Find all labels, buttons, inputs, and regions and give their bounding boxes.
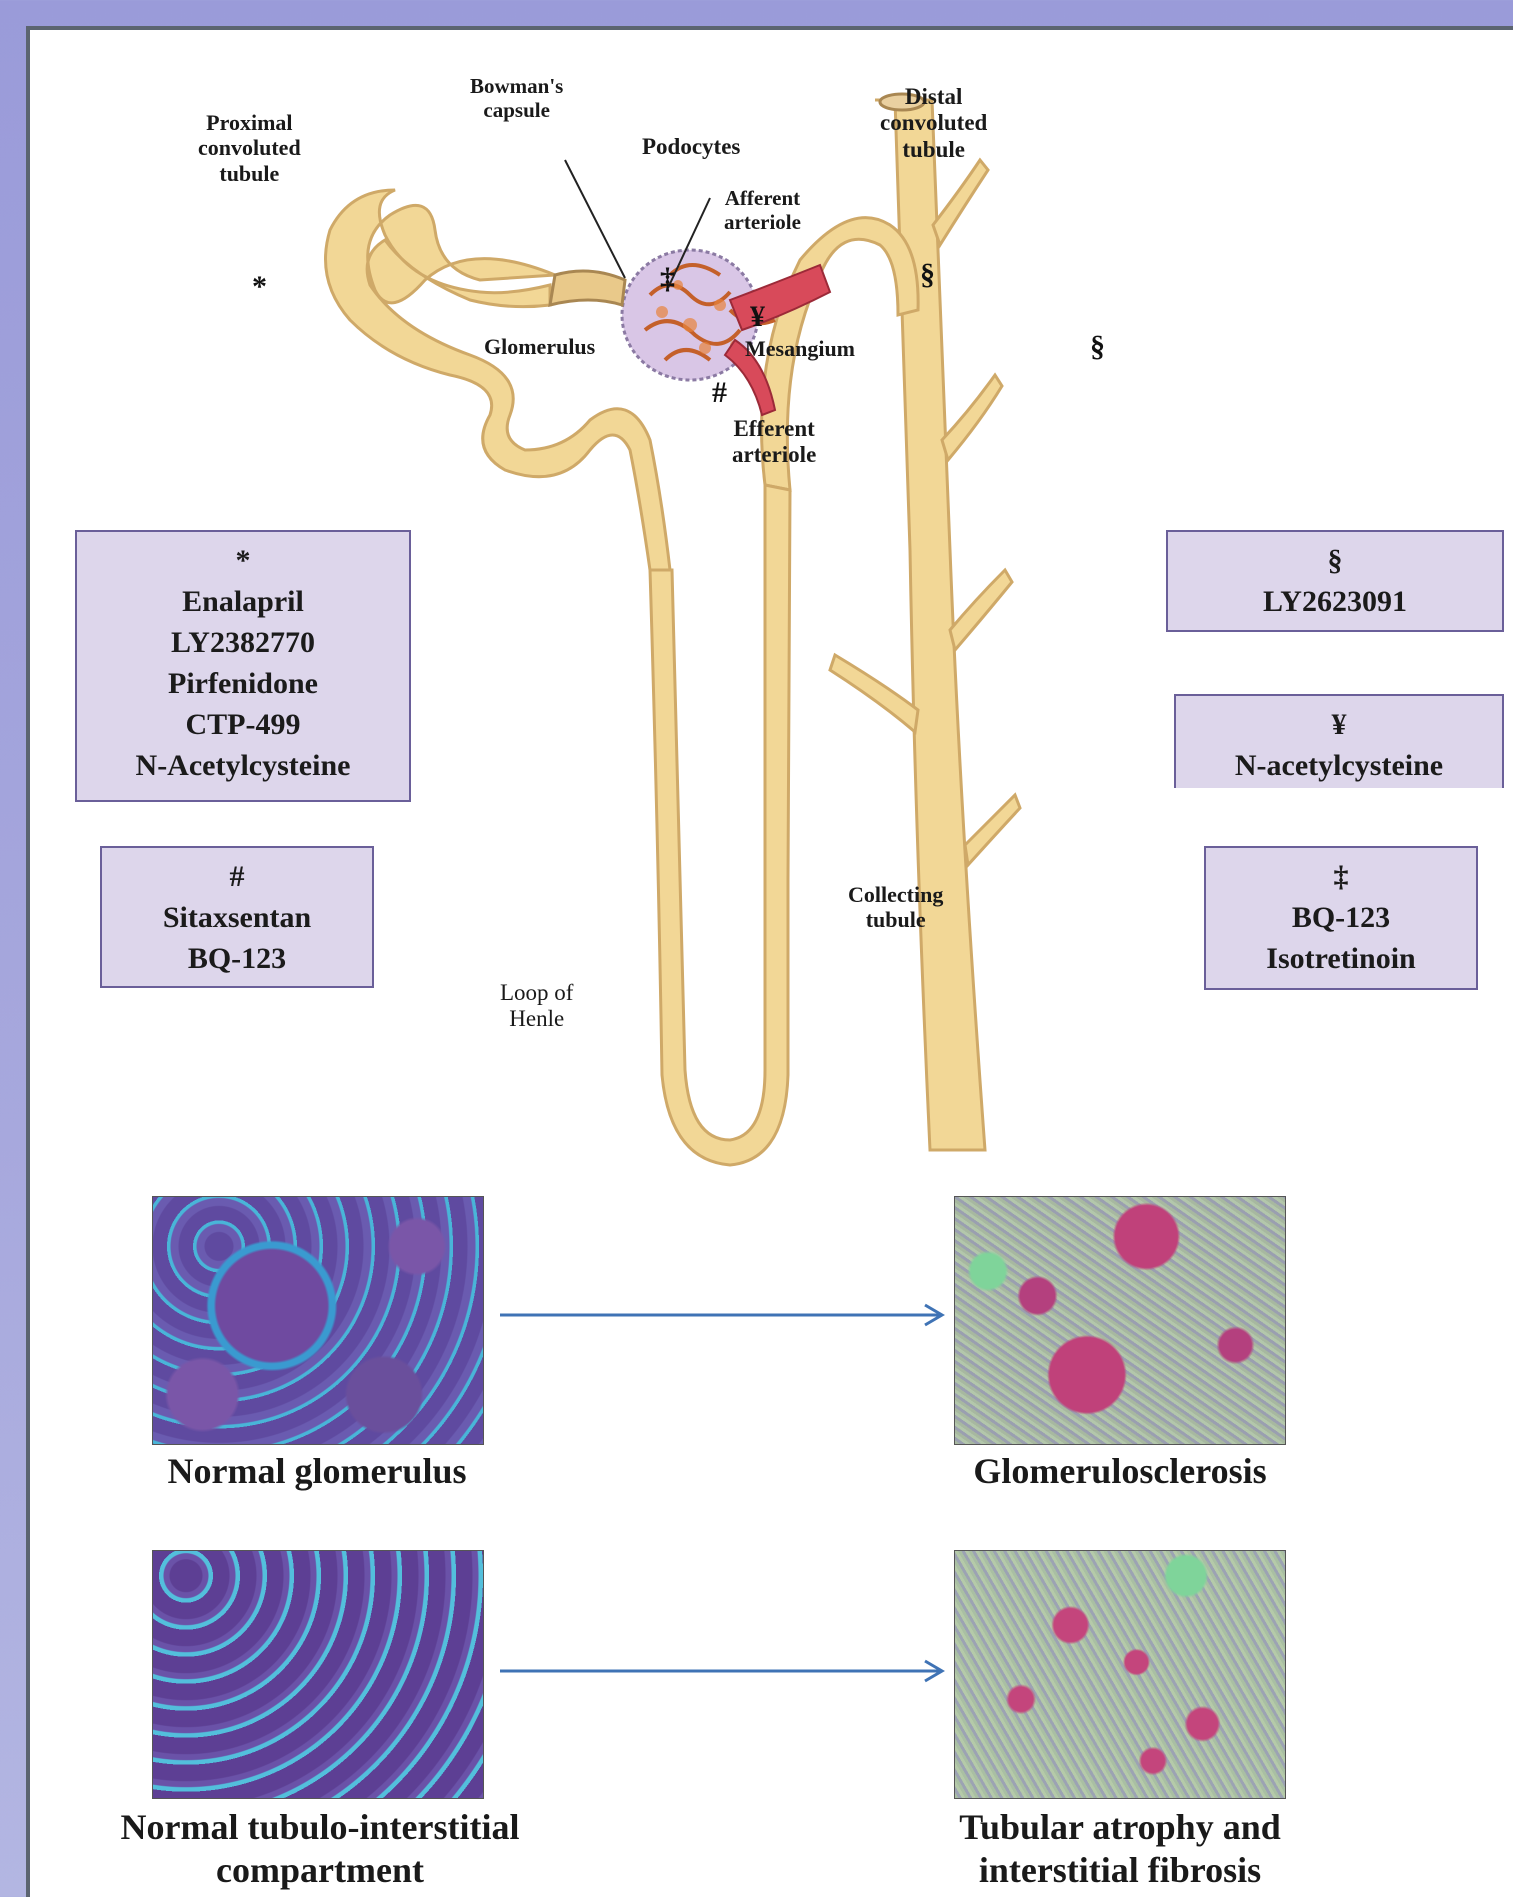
bowman-pointer	[565, 160, 625, 278]
collecting-duct-branch	[950, 570, 1012, 650]
label-podocytes: Podocytes	[642, 134, 740, 160]
arrow-tubulo	[500, 1656, 950, 1686]
caption-glomerulosclerosis: Glomerulosclerosis	[930, 1450, 1310, 1493]
capsule-neck	[550, 271, 625, 305]
collecting-duct-branch	[830, 655, 918, 732]
symbol-hash: #	[712, 376, 727, 410]
collecting-duct-branch	[965, 795, 1020, 865]
histology-normal-tubulo-interstitial-image	[152, 1550, 484, 1799]
histology-tubular-atrophy-image	[954, 1550, 1286, 1799]
symbol-double-dagger: ‡	[660, 262, 675, 296]
label-glomerulus: Glomerulus	[484, 334, 595, 359]
symbol-section-1: §	[920, 258, 935, 292]
collecting-duct-branch	[942, 375, 1002, 460]
drug-box-hash: # Sitaxsentan BQ-123	[100, 846, 374, 988]
arrow-glomerulus	[500, 1300, 950, 1330]
drug-box-asterisk: * Enalapril LY2382770 Pirfenidone CTP-49…	[75, 530, 411, 802]
symbol-asterisk: *	[252, 270, 267, 304]
histology-glomerulosclerosis-image	[954, 1196, 1286, 1445]
caption-normal-glomerulus: Normal glomerulus	[152, 1450, 482, 1493]
histology-normal-glomerulus-image	[152, 1196, 484, 1445]
drug-box-section: § LY2623091	[1166, 530, 1504, 632]
drug-box-yen: ¥ N-acetylcysteine	[1174, 694, 1504, 788]
loop-of-henle	[650, 485, 790, 1165]
proximal-tubule	[326, 190, 671, 570]
drug-box-double-dagger: ‡ BQ-123 Isotretinoin	[1204, 846, 1478, 990]
symbol-section-2: §	[1090, 330, 1105, 364]
symbol-yen: ¥	[750, 300, 765, 334]
collecting-duct-branch	[933, 160, 988, 245]
label-mesangium: Mesangium	[745, 336, 855, 361]
